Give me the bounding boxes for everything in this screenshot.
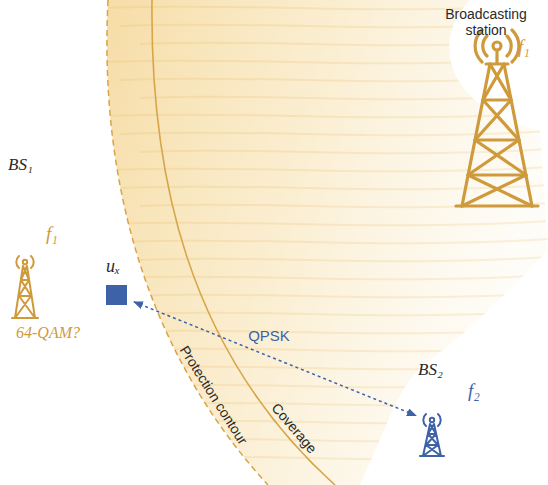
- frequency-label: f₁: [518, 36, 530, 58]
- bs2-tower: [420, 414, 444, 456]
- texture-stroke: [120, 185, 548, 189]
- protection-contour-line: [107, 0, 268, 485]
- base-station-1: BS₁ f₁: [6, 155, 76, 320]
- texture-stroke: [120, 293, 548, 297]
- user-terminal: uₓ: [100, 256, 134, 306]
- texture-stroke: [140, 419, 548, 423]
- base-station-2: BS₂ f₂: [416, 360, 486, 458]
- texture-stroke: [140, 41, 548, 45]
- station-label: BS₁: [8, 155, 33, 175]
- link-arrow: [134, 302, 416, 416]
- user-label: uₓ: [106, 256, 120, 277]
- texture-stroke: [120, 239, 548, 243]
- texture-stroke: [120, 401, 548, 405]
- texture-stroke: [100, 437, 548, 441]
- user-square: [106, 285, 127, 305]
- broadcast-station: Broadcasting stationf₁: [400, 4, 545, 209]
- frequency-label: f₂: [468, 380, 480, 402]
- station-label: BS₂: [418, 360, 443, 380]
- texture-stroke: [100, 275, 548, 279]
- texture-stroke: [140, 203, 548, 207]
- texture-stroke: [120, 77, 548, 81]
- station-title: Broadcasting station: [430, 6, 542, 38]
- modulation-label: QPSK: [248, 327, 290, 344]
- coverage-area: [107, 0, 548, 485]
- modulation-query: 64-QAM?: [16, 324, 80, 342]
- texture-stroke: [140, 257, 548, 261]
- frequency-label: f₁: [46, 223, 58, 245]
- texture-stroke: [100, 383, 548, 387]
- texture-stroke: [140, 311, 548, 315]
- coverage-line: [152, 0, 335, 485]
- broadcast-tower: [456, 30, 538, 206]
- bs1-tower: [12, 256, 38, 318]
- texture-stroke: [100, 221, 548, 225]
- area-texture: [100, 5, 548, 459]
- texture-stroke: [120, 455, 548, 459]
